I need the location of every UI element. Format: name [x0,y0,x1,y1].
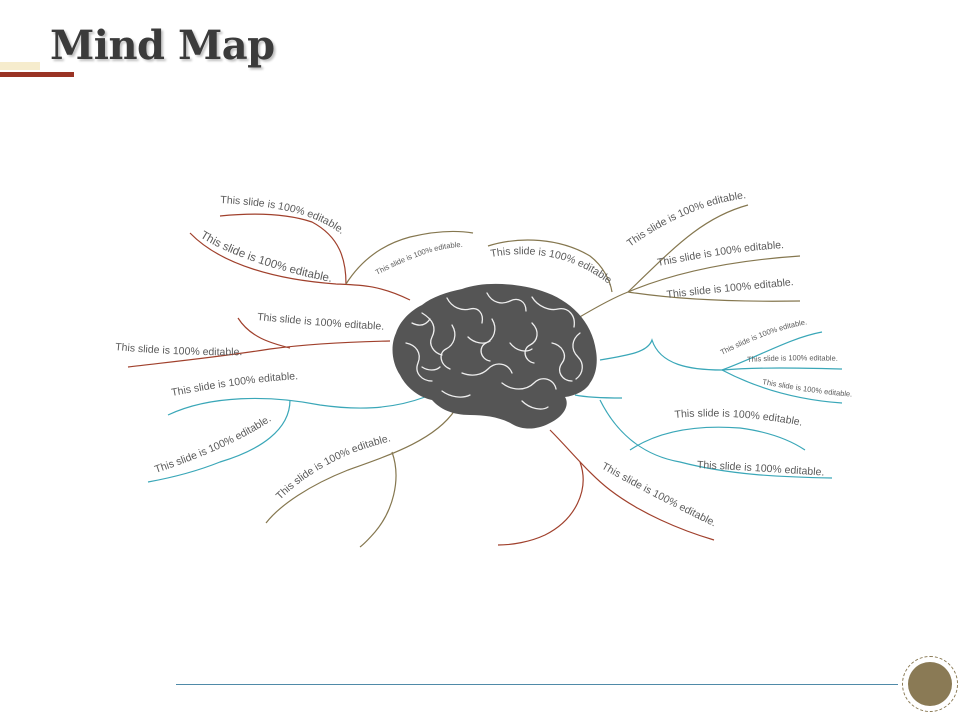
title-accent-dark-bar [0,72,74,77]
branch-line [219,213,347,285]
brain-icon [392,283,597,429]
teal-branches [147,331,843,483]
branch-line [497,461,584,546]
branch-label: This slide is 100% editable. [257,311,385,333]
branch-line [574,394,623,399]
branch-label: This slide is 100% editable. [747,353,838,364]
branch-label: This slide is 100% editable. [697,459,825,479]
branch-line [487,239,613,293]
branch-line [577,204,749,319]
branch-label: This slide is 100% editable. [625,189,747,249]
branch-line [167,396,426,416]
branch-line [721,369,843,404]
branch-line [359,451,397,548]
branch-line [237,317,291,349]
branch-label: This slide is 100% editable. [153,413,273,476]
footer-divider [176,684,898,685]
branch-line [627,255,801,293]
branch-label: This slide is 100% editable. [666,276,794,301]
branch-line [627,291,801,302]
branch-line [629,426,806,451]
branch-line [721,331,823,371]
branch-label: This slide is 100% editable. [490,245,617,288]
branch-line [549,429,715,541]
branch-line [599,399,833,479]
branch-label: This slide is 100% editable. [115,341,243,358]
red-branches [127,213,715,546]
branch-label: This slide is 100% editable. [674,407,803,428]
branch-line [189,232,411,301]
branch-line [599,338,723,371]
slide-title: Mind Map [50,22,275,69]
branch-label: This slide is 100% editable. [274,432,392,502]
title-accent-light-bar [0,62,40,70]
footer-circle-fill [908,662,952,706]
branch-label: This slide is 100% editable. [762,377,853,399]
branch-line [265,409,456,524]
footer-circle-badge [902,656,958,712]
brain-silhouette [392,283,597,429]
branch-label: This slide is 100% editable. [719,317,808,356]
branch-label: This slide is 100% editable. [656,239,784,269]
branch-line [147,399,291,483]
branch-line [345,230,474,285]
olive-branches [265,204,801,548]
branch-line [127,340,391,368]
brain-folds [405,292,583,410]
branch-line [721,367,843,371]
branch-label: This slide is 100% editable. [170,370,298,399]
branch-label: This slide is 100% editable. [198,229,333,285]
